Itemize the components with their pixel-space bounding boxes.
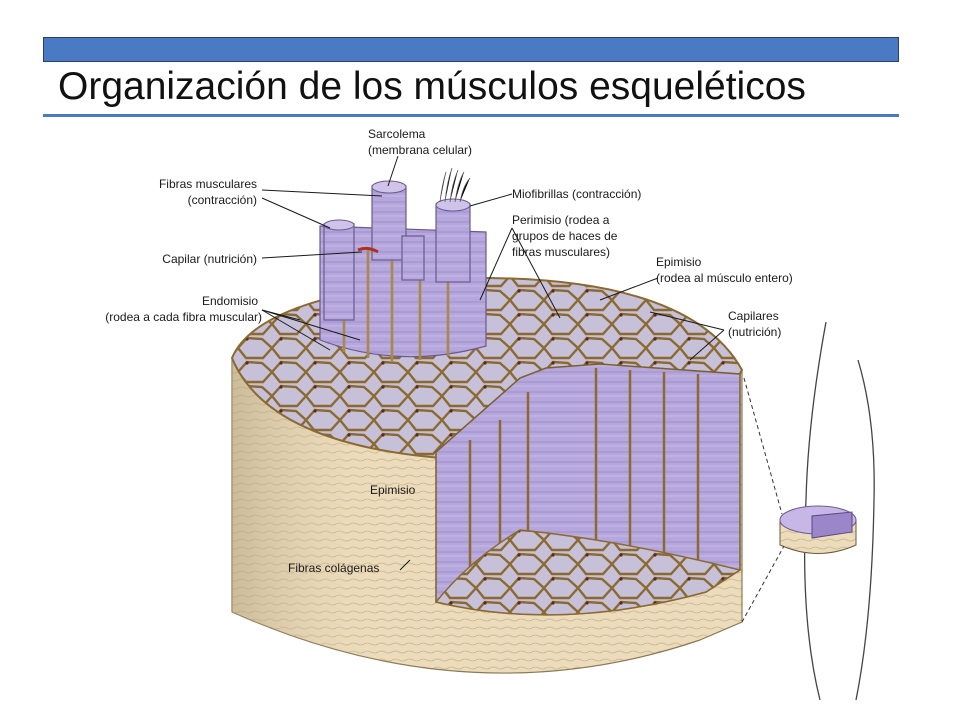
label-capilares-desc: (nutrición)	[728, 325, 781, 339]
label-fibras-musculares: Fibras musculares	[159, 177, 257, 191]
label-perimisio-desc-2: fibras musculares)	[512, 245, 610, 259]
label-endomisio: Endomisio	[202, 294, 258, 308]
label-miofibrillas: Miofibrillas (contracción)	[512, 187, 641, 201]
label-epimisio: Epimisio	[656, 255, 702, 269]
slide-title: Organización de los músculos esquelético…	[58, 65, 806, 108]
label-sarcolema: Sarcolema	[368, 127, 426, 141]
label-capilar: Capilar (nutrición)	[162, 252, 257, 266]
muscle-fiber-myofibril	[435, 203, 471, 283]
label-fibras-musculares-desc: (contracción)	[188, 193, 257, 207]
muscle-fiber-left	[323, 223, 355, 321]
label-epimisio-side: Epimisio	[370, 483, 416, 497]
title-underline	[43, 114, 899, 117]
label-epimisio-desc: (rodea al músculo entero)	[656, 271, 793, 285]
label-endomisio-desc: (rodea a cada fibra muscular)	[105, 310, 262, 324]
muscle-fiber-upper	[371, 185, 407, 261]
capillary-vessel	[357, 246, 379, 254]
title-accent-bar	[43, 37, 899, 62]
label-sarcolema-desc: (membrana celular)	[368, 143, 472, 157]
label-capilares: Capilares	[728, 309, 779, 323]
fascicle-bundle	[319, 167, 487, 362]
label-fibras-colagenas: Fibras colágenas	[288, 561, 379, 575]
myofibril-strands	[439, 167, 471, 203]
leg-inset	[741, 321, 875, 701]
label-perimisio-desc-1: grupos de haces de	[512, 229, 618, 243]
callout-lines	[261, 155, 725, 571]
label-perimisio: Perimisio (rodea a	[512, 213, 610, 227]
